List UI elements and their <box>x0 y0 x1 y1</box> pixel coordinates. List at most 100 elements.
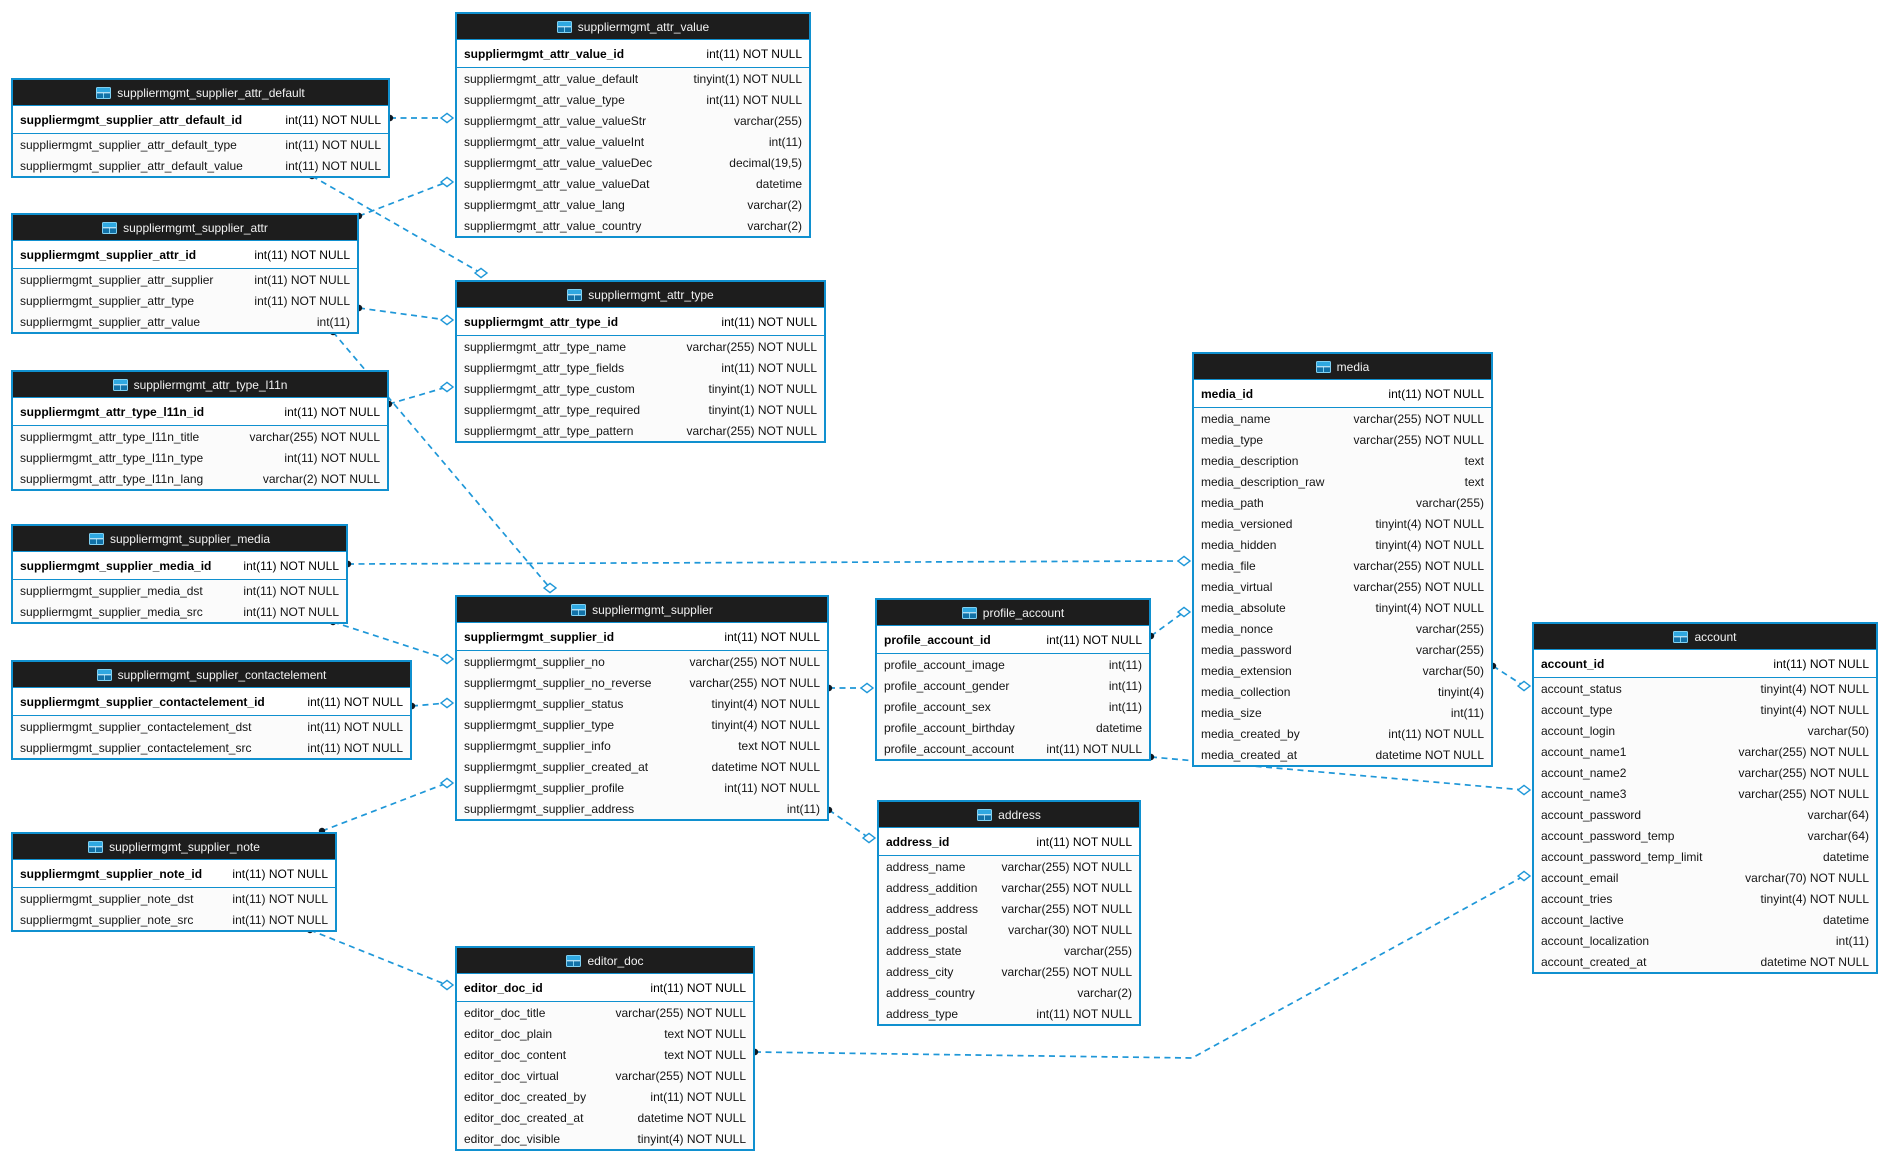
relationship-line[interactable] <box>311 175 482 274</box>
table-header[interactable]: address <box>879 802 1139 828</box>
table-header[interactable]: suppliermgmt_attr_type_l11n <box>13 372 387 398</box>
table-header[interactable]: suppliermgmt_supplier_attr_default <box>13 80 388 106</box>
column-row[interactable]: suppliermgmt_supplier_contactelement_src… <box>13 737 410 758</box>
relationship-line[interactable] <box>347 560 1185 565</box>
table-header[interactable]: suppliermgmt_supplier <box>457 597 827 623</box>
relationship-line[interactable] <box>411 702 448 707</box>
relationship-line[interactable] <box>1492 665 1525 687</box>
table-header[interactable]: suppliermgmt_attr_value <box>457 14 809 40</box>
table-header[interactable]: account <box>1534 624 1876 650</box>
table-header[interactable]: suppliermgmt_supplier_contactelement <box>13 662 410 688</box>
relationship-line[interactable] <box>358 307 448 321</box>
table-header[interactable]: editor_doc <box>457 948 753 974</box>
column-row[interactable]: suppliermgmt_supplier_contactelement_dst… <box>13 716 410 737</box>
relationship-line[interactable] <box>1150 611 1185 637</box>
table-header[interactable]: profile_account <box>877 600 1149 626</box>
relationship-line[interactable] <box>828 809 870 839</box>
table-header[interactable]: media <box>1194 354 1491 380</box>
relationship-line[interactable] <box>321 782 448 832</box>
table-header[interactable]: suppliermgmt_supplier_note <box>13 834 335 860</box>
relationship-line[interactable] <box>309 929 448 986</box>
